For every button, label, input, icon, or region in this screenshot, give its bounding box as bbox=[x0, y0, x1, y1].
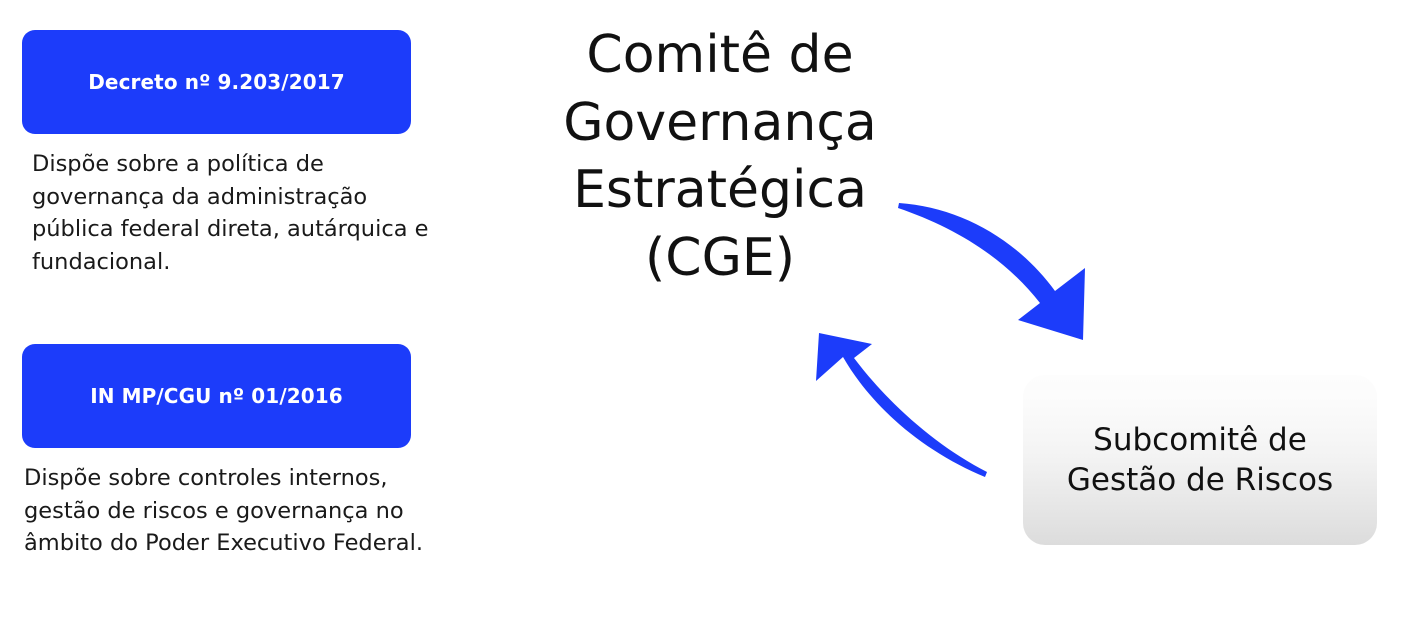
subcommittee-label-line: Gestão de Riscos bbox=[1066, 462, 1334, 498]
law-badge-label: IN MP/CGU nº 01/2016 bbox=[90, 384, 343, 408]
subcommittee-label: Subcomitê de Gestão de Riscos bbox=[1067, 420, 1333, 501]
law-badge-label: Decreto nº 9.203/2017 bbox=[88, 70, 345, 94]
subcommittee-label-line: Subcomitê de bbox=[1093, 421, 1307, 458]
arrow-committee-to-subcommittee-icon bbox=[898, 203, 1085, 340]
law-card-in-mp-cgu: IN MP/CGU nº 01/2016 Dispõe sobre contro… bbox=[22, 344, 423, 560]
committee-title: Comitê de Governança Estratégica (CGE) bbox=[520, 22, 920, 292]
committee-title-line: Governança bbox=[563, 92, 877, 153]
committee-title-line: Comitê de bbox=[586, 25, 854, 85]
law-badge-in-mp-cgu[interactable]: IN MP/CGU nº 01/2016 bbox=[22, 344, 411, 448]
law-badge-decreto[interactable]: Decreto nº 9.203/2017 bbox=[22, 30, 411, 134]
committee-title-line: Estratégica bbox=[573, 160, 867, 221]
committee-title-line: (CGE) bbox=[644, 227, 796, 288]
law-description-in-mp-cgu: Dispõe sobre controles internos, gestão … bbox=[24, 465, 423, 557]
law-card-decreto: Decreto nº 9.203/2017 Dispõe sobre a pol… bbox=[22, 30, 428, 279]
arrow-subcommittee-to-committee-icon bbox=[816, 333, 987, 477]
law-description-decreto: Dispõe sobre a política de governança da… bbox=[32, 151, 429, 275]
subcommittee-box[interactable]: Subcomitê de Gestão de Riscos bbox=[1023, 375, 1377, 545]
